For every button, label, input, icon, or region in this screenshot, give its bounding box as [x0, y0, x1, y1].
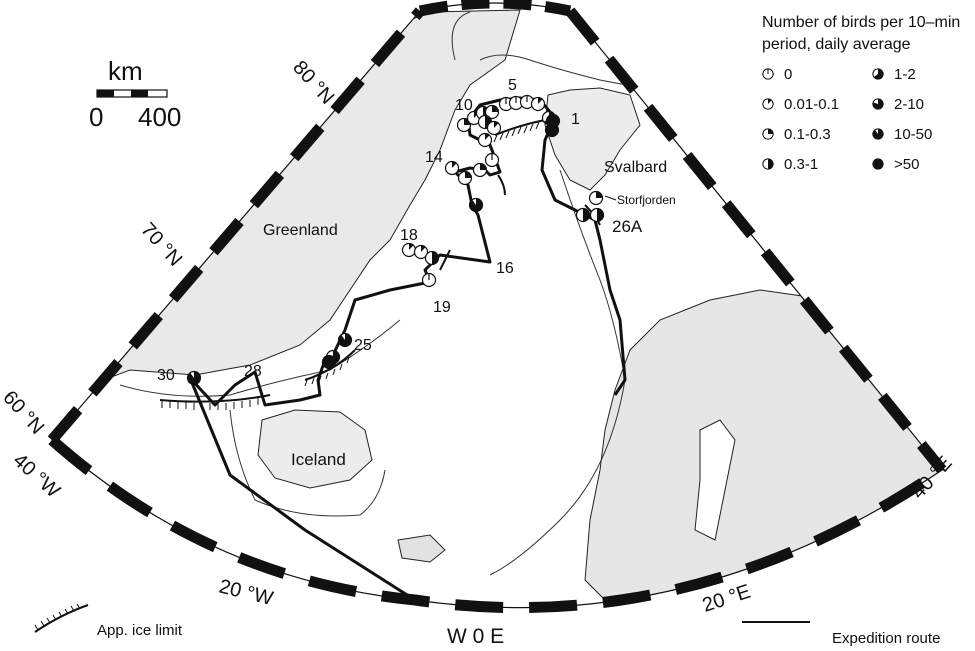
lat-80-label: 80 °N	[288, 57, 338, 109]
legend-pie	[762, 68, 774, 80]
legend-pie-icon	[872, 68, 884, 80]
station-symbol-14	[484, 152, 500, 168]
station-label-26a: 26A	[612, 217, 643, 236]
legend-pie-icon	[872, 98, 884, 110]
legend-item: 1-2	[872, 66, 916, 83]
legend-pie	[762, 128, 774, 140]
legend-item: 10-50	[872, 126, 932, 143]
legend-pie-icon	[872, 128, 884, 140]
station-symbol-12	[486, 120, 502, 136]
legend-pie-icon	[762, 68, 774, 80]
legend-item: 0.3-1	[762, 156, 818, 173]
legend-pie	[872, 158, 884, 170]
faroes-land	[397, 534, 446, 563]
legend-pie	[872, 128, 884, 140]
station-symbol-20	[413, 244, 429, 260]
iceland-label: Iceland	[291, 450, 346, 469]
station-symbol-10	[544, 122, 560, 138]
station-label-10: 10	[455, 97, 473, 114]
ice-limit-key-symbol	[34, 604, 89, 633]
station-symbol-22	[421, 272, 437, 288]
station-label-5: 5	[508, 77, 517, 94]
ice-limit-lines	[159, 119, 601, 403]
ice-limit-ticks	[161, 121, 540, 410]
legend-label: 0.01-0.1	[784, 96, 840, 113]
station-symbol-7	[530, 96, 546, 112]
legend-pie-icon	[762, 128, 774, 140]
legend-label: 1-2	[894, 66, 916, 83]
gulf-sea	[694, 419, 736, 541]
legend-pie-icon	[762, 98, 774, 110]
legend-title: Number of birds per 10–min period, daily…	[762, 14, 961, 53]
lat-70-label: 70 °N	[136, 219, 186, 271]
svalbard-label: Svalbard	[604, 159, 667, 176]
station-label-28: 28	[244, 363, 262, 380]
lon-0-label: W 0 E	[447, 625, 504, 648]
ice-limit-key-label: App. ice limit	[97, 622, 183, 639]
station-symbol-21	[424, 250, 440, 266]
legend-label: 0.1-0.3	[784, 126, 831, 143]
station-symbol-29	[589, 207, 605, 223]
scale-bar	[96, 89, 168, 98]
legend-label: >50	[894, 156, 920, 173]
station-label-1: 1	[571, 111, 580, 128]
lon-40w-label: 40 °W	[9, 449, 64, 502]
station-symbol-23	[337, 332, 353, 348]
station-label-25: 25	[354, 337, 372, 354]
station-symbol-28	[575, 207, 591, 223]
station-symbol-15	[472, 162, 488, 178]
legend-item: 0.1-0.3	[762, 126, 831, 143]
legend-label: 10-50	[894, 126, 933, 143]
station-symbols	[186, 94, 605, 386]
greenland-label: Greenland	[263, 222, 338, 239]
route-key-label: Expedition route	[832, 630, 941, 647]
svalbard-land	[544, 87, 641, 191]
legend-pie	[762, 98, 774, 110]
legend-label: 2-10	[894, 96, 925, 113]
legend-pie	[762, 158, 774, 170]
station-symbol-0	[456, 117, 472, 133]
station-label-16: 16	[496, 260, 514, 277]
station-label-18: 18	[400, 227, 418, 244]
legend-pie-icon	[762, 158, 774, 170]
legend-item: >50	[872, 156, 919, 173]
station-symbol-25	[321, 354, 337, 370]
station-symbol-18	[468, 197, 484, 213]
legend-pie	[872, 98, 884, 110]
scale-unit: km	[108, 56, 143, 86]
station-symbol-16	[444, 160, 460, 176]
station-label-14: 14	[425, 149, 443, 166]
legend-item: 0.01-0.1	[762, 96, 839, 113]
station-label-19: 19	[433, 299, 451, 316]
station-symbol-19	[401, 242, 417, 258]
scale-start: 0	[89, 102, 103, 132]
legend-pie-icon	[872, 158, 884, 170]
station-symbol-26	[186, 370, 202, 386]
legend-label: 0	[784, 66, 793, 83]
iceland-land	[257, 409, 373, 489]
legend-item: 0	[762, 66, 792, 83]
lat-60-label: 60 °N	[0, 387, 48, 439]
station-symbol-17	[457, 170, 473, 186]
legend-label: 0.3-1	[784, 156, 819, 173]
station-symbol-4	[498, 96, 514, 112]
lon-20w-label: 20 °W	[217, 576, 275, 611]
scale-end: 400	[138, 102, 181, 132]
station-label-30: 30	[157, 367, 175, 384]
legend-pie	[872, 68, 884, 80]
station-symbol-13	[477, 132, 493, 148]
map-frame	[47, 0, 947, 614]
legend-item: 2-10	[872, 96, 924, 113]
station-symbol-3	[484, 104, 500, 120]
storfjorden-label: Storfjorden	[617, 193, 676, 207]
station-symbol-27	[588, 190, 604, 206]
